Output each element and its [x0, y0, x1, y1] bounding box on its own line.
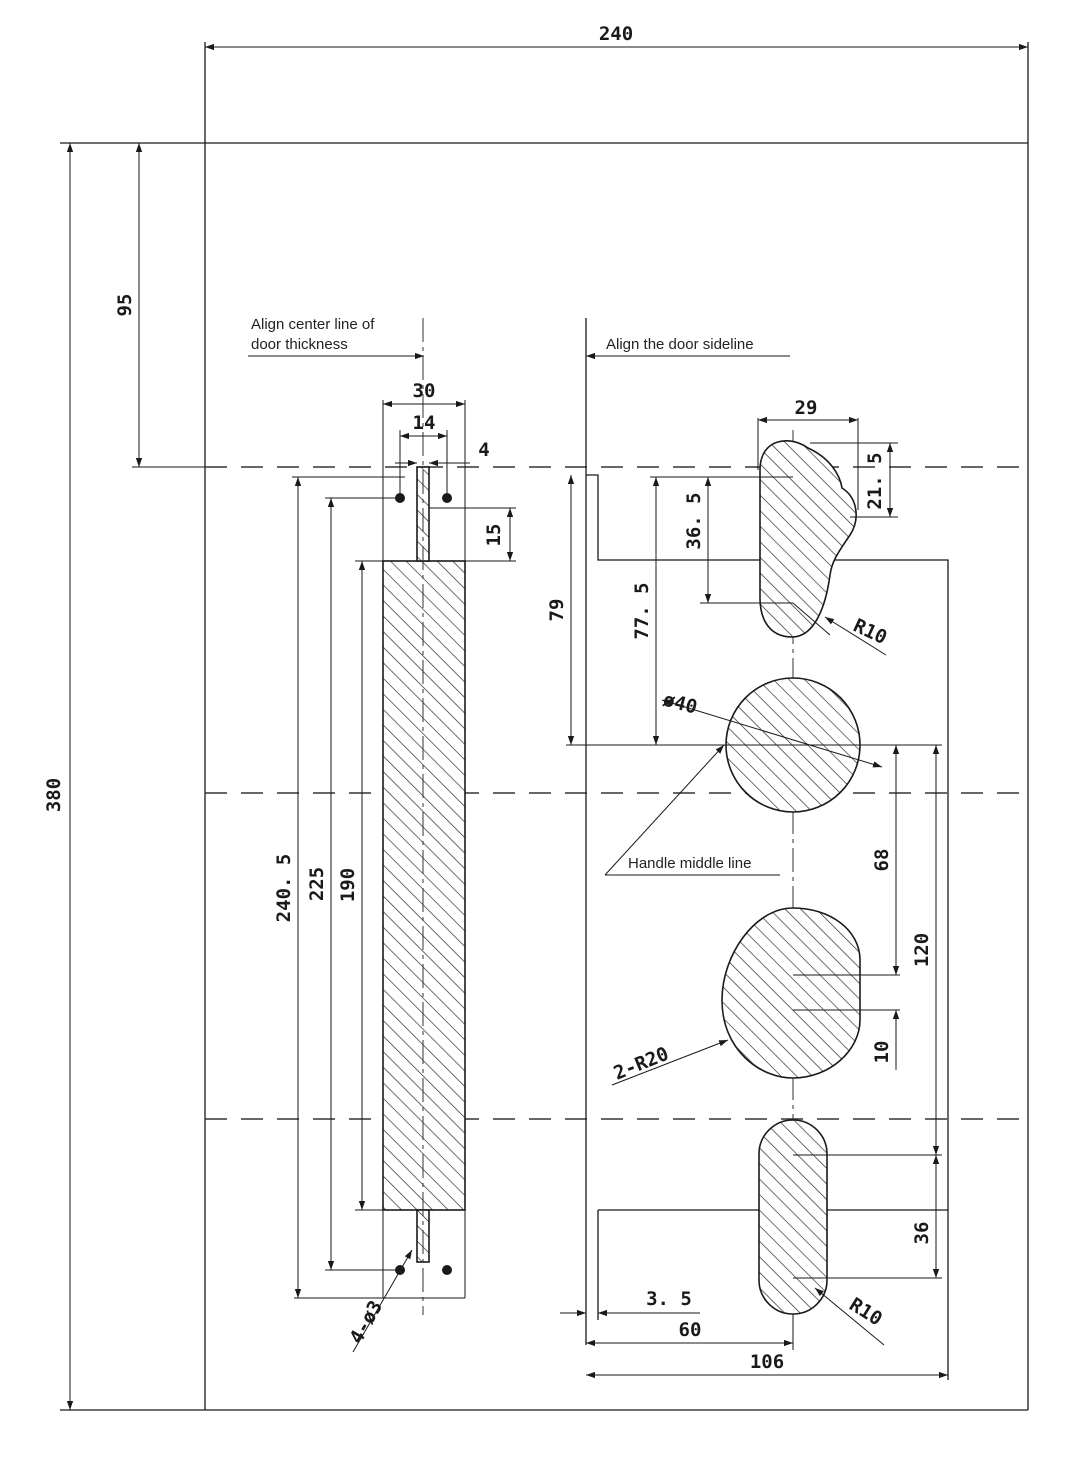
handle-middle-note: Handle middle line [604, 744, 780, 876]
dim-label: 14 [413, 412, 436, 434]
dim-36: 36 [911, 1155, 940, 1278]
dim-slot-height: 15 [429, 507, 516, 562]
dim-label: 10 [871, 1041, 893, 1064]
dim-label: 225 [306, 867, 328, 901]
dim-label: 106 [750, 1351, 784, 1373]
section-bar [758, 1119, 828, 1315]
note-text: Handle middle line [628, 855, 751, 872]
mount-hole [442, 1265, 452, 1275]
dim-label: 15 [483, 524, 505, 547]
dim-label: 380 [43, 778, 65, 812]
section-reference-lines [566, 476, 942, 1279]
dim-label: 3. 5 [646, 1288, 692, 1310]
dim-plate-length: 240. 5 [273, 476, 405, 1298]
dim-label: 36. 5 [683, 492, 705, 549]
dim-label: 120 [911, 933, 933, 967]
dim-29: 29 [757, 397, 859, 510]
dim-r10-top: R10 [824, 615, 890, 656]
dim-body-length: 190 [337, 560, 383, 1211]
dim-slot-small: 4 [395, 439, 490, 467]
dim-77-5: 77. 5 [631, 476, 700, 745]
dim-10: 10 [871, 1010, 900, 1070]
dim-holes: 4-ø3 [345, 1249, 413, 1353]
dim-label: 4 [478, 439, 489, 461]
dim-total-height: 380 [43, 143, 74, 1410]
dim-plate-width: 30 [383, 380, 465, 408]
dim-hole-spacing: 225 [306, 497, 400, 1271]
dim-36-5: 36. 5 [683, 477, 712, 603]
note-line-2: door thickness [251, 336, 348, 353]
dim-label: 240. 5 [273, 854, 295, 923]
dim-106: 106 [586, 1351, 948, 1379]
dim-60: 60 [586, 1314, 794, 1350]
dim-label: ø40 [661, 689, 700, 719]
dim-68: 68 [871, 745, 900, 975]
dim-label: 240 [599, 23, 633, 45]
dim-total-width: 240 [205, 23, 1028, 51]
door-frame [60, 42, 1029, 1411]
dim-slot-width: 14 [399, 412, 448, 498]
dim-2-r20: 2-R20 [611, 1039, 729, 1086]
dim-r10-bottom: R10 [814, 1287, 886, 1346]
dim-label: 79 [546, 599, 568, 622]
handle-sections [721, 440, 861, 1315]
sideline-note: Align the door sideline [586, 336, 790, 360]
center-line-note: Align center line of door thickness [248, 316, 424, 360]
dim-21-5: 21. 5 [810, 442, 898, 518]
dim-label: R10 [850, 615, 890, 649]
dim-79: 79 [546, 475, 575, 745]
dim-label: 190 [337, 868, 359, 902]
dim-label: 77. 5 [631, 582, 653, 639]
dim-label: 36 [911, 1222, 933, 1245]
dim-label: 68 [871, 849, 893, 872]
note-text: Align the door sideline [606, 336, 754, 353]
handle-plate [294, 318, 466, 1315]
section-top [759, 440, 857, 638]
dim-120: 120 [911, 745, 940, 1155]
dim-label: 29 [795, 397, 818, 419]
dim-label: 2-R20 [611, 1043, 672, 1085]
plate-body [382, 560, 466, 1211]
dim-label: 95 [114, 294, 136, 317]
dim-label: R10 [845, 1294, 886, 1331]
dim-label: 60 [679, 1319, 702, 1341]
dim-label: 30 [413, 380, 436, 402]
dim-label: 4-ø3 [345, 1297, 387, 1348]
dashed-guides [205, 466, 1028, 1120]
dim-top-offset: 95 [114, 143, 205, 468]
dim-3-5: 3. 5 [560, 1288, 700, 1317]
dim-label: 21. 5 [864, 452, 886, 509]
note-line-1: Align center line of [251, 316, 375, 333]
section-oval [721, 907, 861, 1079]
